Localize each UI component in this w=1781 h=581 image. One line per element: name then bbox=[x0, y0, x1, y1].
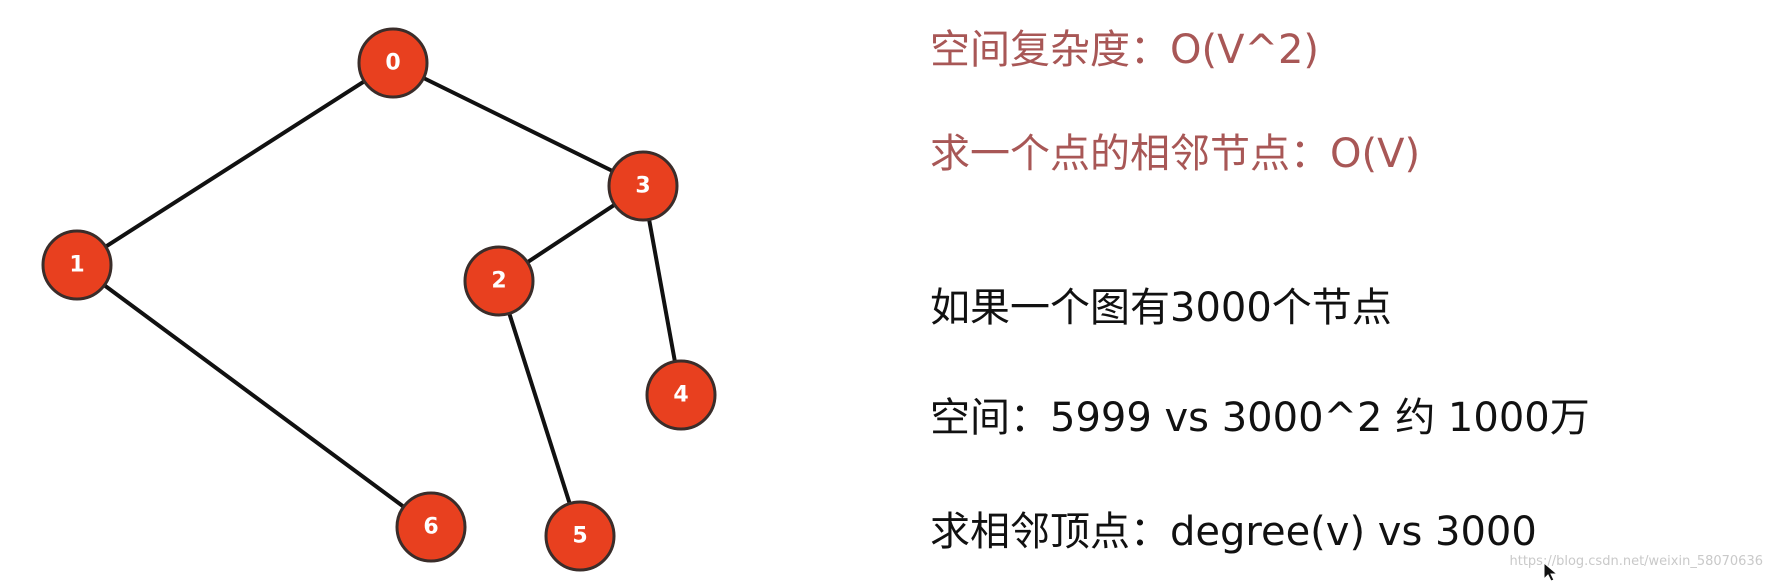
edge-1-6 bbox=[75, 263, 433, 529]
node-circle-2 bbox=[463, 245, 535, 317]
space-compare-text: 空间：5999 vs 3000^2 约 1000万 bbox=[930, 395, 1590, 441]
node-circle-4 bbox=[645, 359, 717, 431]
edges-layer bbox=[75, 61, 683, 538]
node-6: 6 bbox=[395, 491, 467, 563]
node-label-0: 0 bbox=[385, 51, 400, 76]
node-circle-5 bbox=[544, 500, 616, 572]
node-circle-6 bbox=[395, 491, 467, 563]
node-label-3: 3 bbox=[635, 174, 650, 199]
node-label-5: 5 bbox=[572, 524, 587, 549]
node-label-1: 1 bbox=[69, 253, 84, 278]
node-circle-3 bbox=[607, 150, 679, 222]
node-label-2: 2 bbox=[491, 269, 506, 294]
example-intro-text: 如果一个图有3000个节点 bbox=[930, 285, 1392, 331]
node-label-4: 4 bbox=[673, 383, 688, 408]
watermark-text: https://blog.csdn.net/weixin_58070636 bbox=[1509, 554, 1763, 569]
edge-0-3 bbox=[391, 61, 645, 188]
node-4: 4 bbox=[645, 359, 717, 431]
mouse-cursor-icon bbox=[1543, 562, 1559, 581]
node-circle-1 bbox=[41, 229, 113, 301]
edge-2-5 bbox=[497, 279, 582, 538]
graph-diagram: 0 1 2 3 4 5 6 bbox=[41, 27, 717, 572]
nodes-layer: 0 1 2 3 4 5 6 bbox=[41, 27, 717, 572]
node-0: 0 bbox=[357, 27, 429, 99]
node-5: 5 bbox=[544, 500, 616, 572]
node-1: 1 bbox=[41, 229, 113, 301]
edge-0-1 bbox=[75, 61, 395, 267]
neighbor-complexity-text: 求一个点的相邻节点：O(V) bbox=[930, 131, 1421, 177]
node-2: 2 bbox=[463, 245, 535, 317]
space-complexity-text: 空间复杂度：O(V^2) bbox=[930, 27, 1320, 73]
node-3: 3 bbox=[607, 150, 679, 222]
node-circle-0 bbox=[357, 27, 429, 99]
neighbor-compare-text: 求相邻顶点：degree(v) vs 3000 bbox=[930, 509, 1537, 555]
node-label-6: 6 bbox=[423, 515, 438, 540]
